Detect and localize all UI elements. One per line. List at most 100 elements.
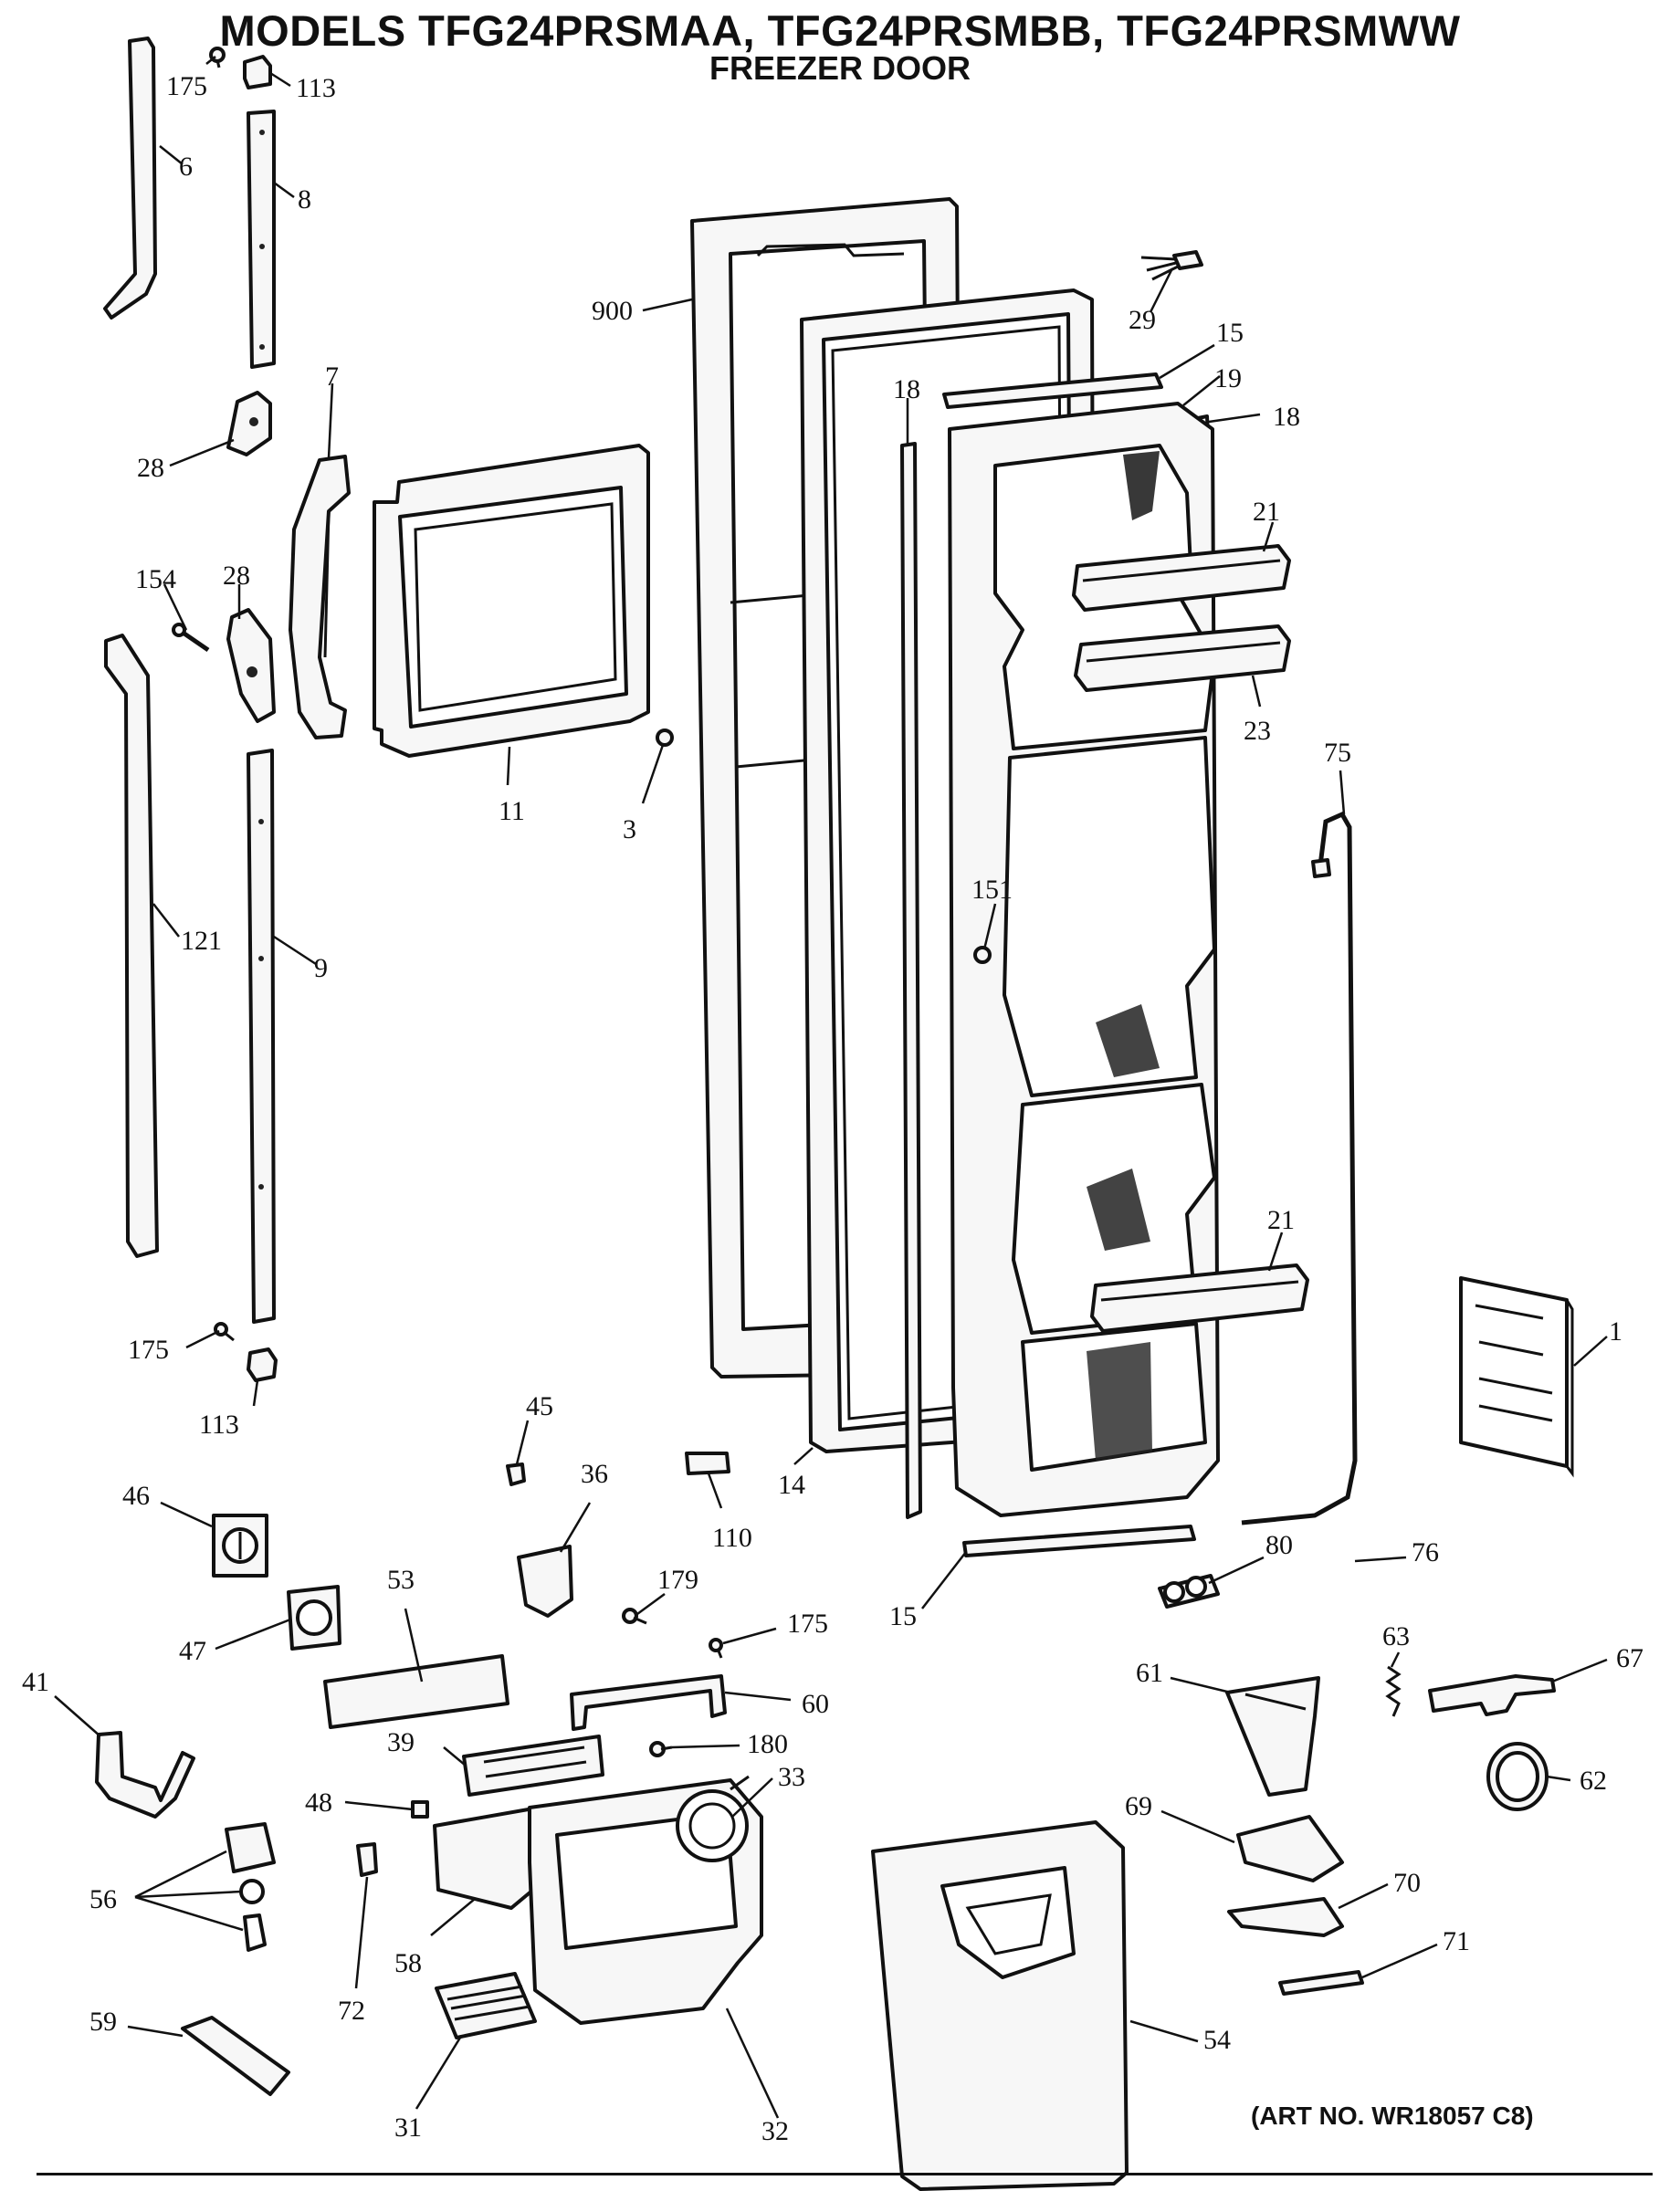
part-41-bracket [95, 1731, 195, 1819]
callout-113-top: 113 [296, 73, 336, 103]
part-121-trim-long [104, 634, 159, 1258]
part-113-cap-top [243, 55, 272, 89]
part-69-door [1236, 1815, 1344, 1882]
callout-71: 71 [1443, 1926, 1470, 1956]
part-70-bracket [1227, 1897, 1344, 1937]
part-72-switch [356, 1842, 378, 1877]
callout-1: 1 [1609, 1316, 1622, 1347]
callout-121: 121 [181, 926, 222, 956]
callout-18-left: 18 [893, 374, 920, 404]
callout-39: 39 [387, 1727, 415, 1757]
callout-9: 9 [314, 953, 328, 983]
callout-900: 900 [592, 296, 633, 326]
callout-175-lower: 175 [128, 1335, 169, 1365]
part-45-clip [506, 1462, 526, 1486]
part-47-bracket [287, 1585, 341, 1651]
callout-67: 67 [1616, 1643, 1643, 1673]
callout-21-upper: 21 [1253, 497, 1280, 527]
callout-154: 154 [135, 564, 176, 594]
part-179-screw [622, 1608, 647, 1625]
callout-60: 60 [802, 1689, 829, 1719]
part-3-screw [656, 729, 674, 747]
callout-36: 36 [581, 1459, 608, 1489]
callout-6: 6 [179, 152, 193, 182]
part-9-channel-long [247, 749, 276, 1324]
callout-59: 59 [89, 2007, 117, 2037]
part-7-handle [289, 455, 351, 739]
callout-8: 8 [298, 184, 311, 215]
part-15-bottom-rail [962, 1525, 1196, 1557]
callout-48: 48 [305, 1787, 332, 1818]
callout-18-right: 18 [1273, 402, 1300, 432]
callout-75: 75 [1324, 738, 1351, 768]
part-175-screw-dispenser [709, 1638, 723, 1659]
callout-3: 3 [623, 814, 636, 844]
part-80-connector [1158, 1574, 1220, 1609]
part-8-channel [247, 110, 276, 369]
callout-23: 23 [1244, 716, 1271, 746]
callout-113-lower: 113 [199, 1410, 239, 1440]
callout-63: 63 [1382, 1621, 1410, 1651]
part-71-rod [1278, 1970, 1364, 1996]
part-32-housing [528, 1778, 763, 2025]
part-46-knob [212, 1514, 268, 1578]
part-15-top-rail [942, 372, 1163, 409]
bottom-rule [37, 2173, 1653, 2175]
page-title: MODELS TFG24PRSMAA, TFG24PRSMBB, TFG24PR… [219, 6, 1461, 55]
callout-46: 46 [122, 1481, 150, 1511]
part-59-pad [181, 2016, 290, 2096]
part-60-bracket [570, 1674, 727, 1731]
part-1-manual [1459, 1276, 1574, 1478]
part-18-strip-left [900, 442, 922, 1519]
part-21-shelf-upper [1072, 544, 1291, 612]
part-36-actuator [517, 1545, 573, 1618]
callout-19: 19 [1214, 363, 1242, 393]
part-39-board [462, 1735, 604, 1797]
callout-21-lower: 21 [1267, 1205, 1295, 1235]
callout-80: 80 [1265, 1530, 1293, 1560]
callout-61: 61 [1136, 1658, 1163, 1688]
part-28-hinge-upper [226, 391, 272, 456]
callout-14: 14 [778, 1470, 805, 1500]
callout-28-upper: 28 [137, 453, 164, 483]
callout-32: 32 [761, 2116, 789, 2146]
part-67-bracket [1428, 1674, 1556, 1716]
callout-labels: 175 113 6 8 7 28 154 28 11 3 121 9 175 1… [22, 71, 1643, 2146]
callout-76: 76 [1412, 1537, 1439, 1567]
callout-69: 69 [1125, 1791, 1152, 1821]
callout-62: 62 [1580, 1766, 1607, 1796]
callout-70: 70 [1393, 1868, 1421, 1898]
callout-33: 33 [778, 1762, 805, 1792]
part-58-housing [433, 1806, 546, 1910]
callout-180: 180 [747, 1729, 788, 1759]
part-154-screw [172, 623, 210, 653]
callout-7: 7 [325, 362, 339, 392]
part-75-76-tube [1241, 811, 1358, 1525]
callout-47: 47 [179, 1636, 206, 1666]
callout-175-dispenser: 175 [787, 1609, 828, 1639]
callout-15-top: 15 [1216, 318, 1244, 348]
callout-31: 31 [394, 2112, 422, 2143]
part-21-shelf-lower [1090, 1263, 1309, 1333]
callout-28-lower: 28 [223, 561, 250, 591]
callout-15-bottom: 15 [889, 1601, 917, 1631]
callout-179: 179 [657, 1565, 698, 1595]
callout-175-top: 175 [166, 71, 207, 101]
art-number: (ART NO. WR18057 C8) [1251, 2102, 1534, 2130]
callout-53: 53 [387, 1565, 415, 1595]
callout-56: 56 [89, 1884, 117, 1914]
part-48-clip [411, 1800, 429, 1819]
part-113-cap-lower [247, 1347, 278, 1382]
part-110-cap [685, 1452, 730, 1475]
page-subtitle: FREEZER DOOR [709, 49, 971, 87]
part-180-screw [649, 1741, 673, 1757]
callout-45: 45 [526, 1391, 553, 1421]
part-28-hinge-lower [226, 608, 276, 723]
callout-110: 110 [712, 1523, 752, 1553]
callout-11: 11 [499, 796, 525, 826]
part-151-screw [973, 946, 992, 964]
callout-58: 58 [394, 1948, 422, 1978]
part-54-panel [871, 1820, 1129, 2191]
